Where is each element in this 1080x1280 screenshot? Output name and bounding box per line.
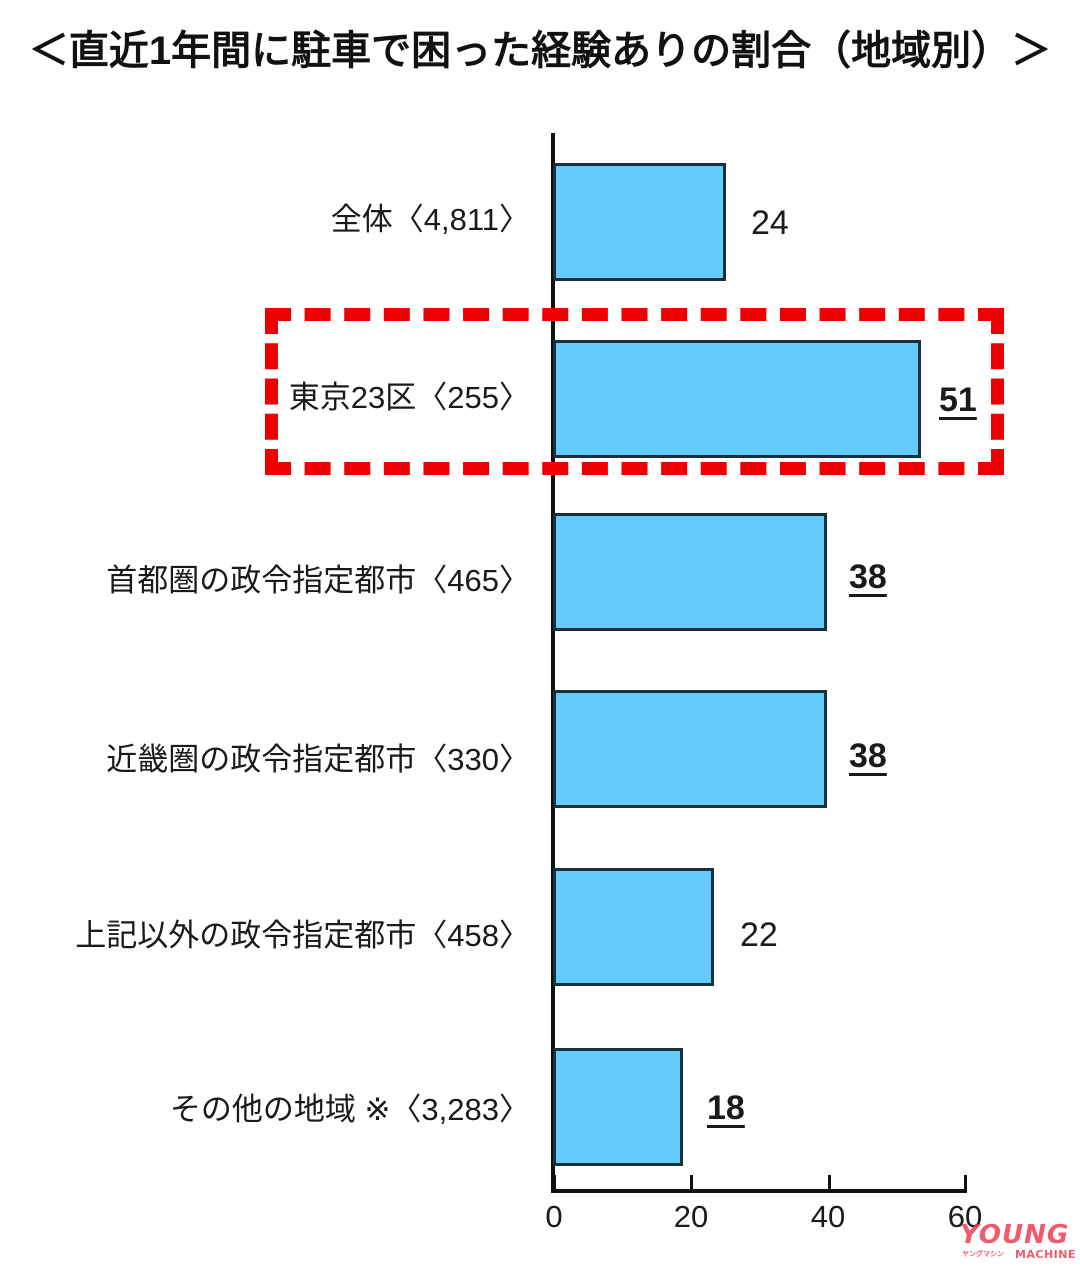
bar-rect [553,340,921,458]
x-axis-tick-40 [828,1175,831,1190]
category-axis-line [551,1189,967,1193]
category-label: 首都圏の政令指定都市〈465〉 [106,563,530,598]
bar-rect [553,868,714,986]
x-axis-tick-label-0: 0 [545,1199,563,1234]
x-axis-tick-label-20: 20 [673,1199,709,1234]
bar-value-label: 22 [740,916,778,954]
value-axis-line [551,133,555,1193]
bar-value-label: 51 [939,381,977,419]
watermark-young-machine: YOUNG MACHINE ヤングマシン [960,1222,1076,1264]
x-axis-tick-60 [964,1175,967,1190]
category-label: 上記以外の政令指定都市〈458〉 [75,918,530,953]
category-label: 近畿圏の政令指定都市〈330〉 [106,742,530,777]
page-title: ＜直近1年間に駐車で困った経験ありの割合（地域別）＞ [28,29,1052,73]
bar-value-label: 38 [849,737,887,775]
watermark-subbrand: MACHINE [1014,1248,1076,1261]
x-axis-tick-0 [553,1175,556,1190]
bar-value-label: 18 [707,1089,745,1127]
watermark-kana: ヤングマシン [962,1251,1004,1258]
category-label: 東京23区〈255〉 [288,380,530,415]
bar-rect [553,1048,683,1166]
bar-value-label: 24 [751,204,789,242]
bar-rect [553,513,827,631]
bar-rect [553,690,827,808]
watermark-brand: YOUNG [960,1220,1070,1250]
bar-value-label: 38 [849,558,887,596]
x-axis-tick-20 [690,1175,693,1190]
x-axis-tick-label-60: 60 [947,1199,983,1234]
highlight-box [265,308,1004,475]
x-axis-tick-label-40: 40 [810,1199,846,1234]
bar-rect [553,163,726,281]
category-label: 全体〈4,811〉 [330,202,530,237]
category-label: その他の地域 ※〈3,283〉 [169,1092,530,1127]
